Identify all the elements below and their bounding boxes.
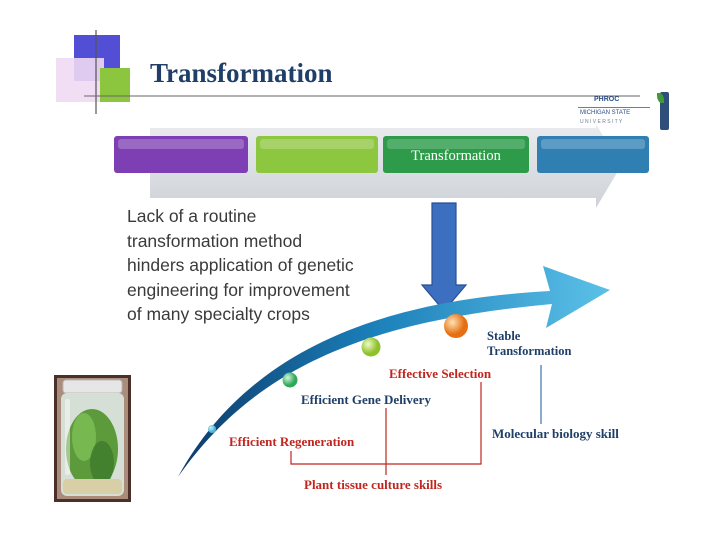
jar-lid [63, 380, 122, 393]
culture-jar-photo [54, 375, 131, 502]
stage-label-regeneration: Efficient Regeneration [229, 434, 354, 450]
stage-label-stable-line2: Transformation [487, 344, 617, 359]
stage-label-stable-line1: Stable [487, 329, 617, 344]
skill-label-tissue-culture: Plant tissue culture skills [304, 477, 442, 493]
stage-label-selection: Effective Selection [389, 366, 491, 382]
down-arrow [422, 203, 466, 311]
jar-medium [63, 479, 122, 494]
stage-dot-stable [444, 314, 468, 338]
jar-plant-shadow [90, 441, 114, 485]
stage-dot-regeneration [208, 425, 216, 433]
stage-dot-selection [362, 338, 381, 357]
skill-label-molecular-biology: Molecular biology skill [492, 426, 619, 442]
stage-label-gene-delivery: Efficient Gene Delivery [301, 392, 431, 408]
stage-dot-gene-delivery [283, 373, 298, 388]
stage-label-stable: Stable Transformation [487, 329, 617, 359]
jar-glare [65, 399, 70, 475]
